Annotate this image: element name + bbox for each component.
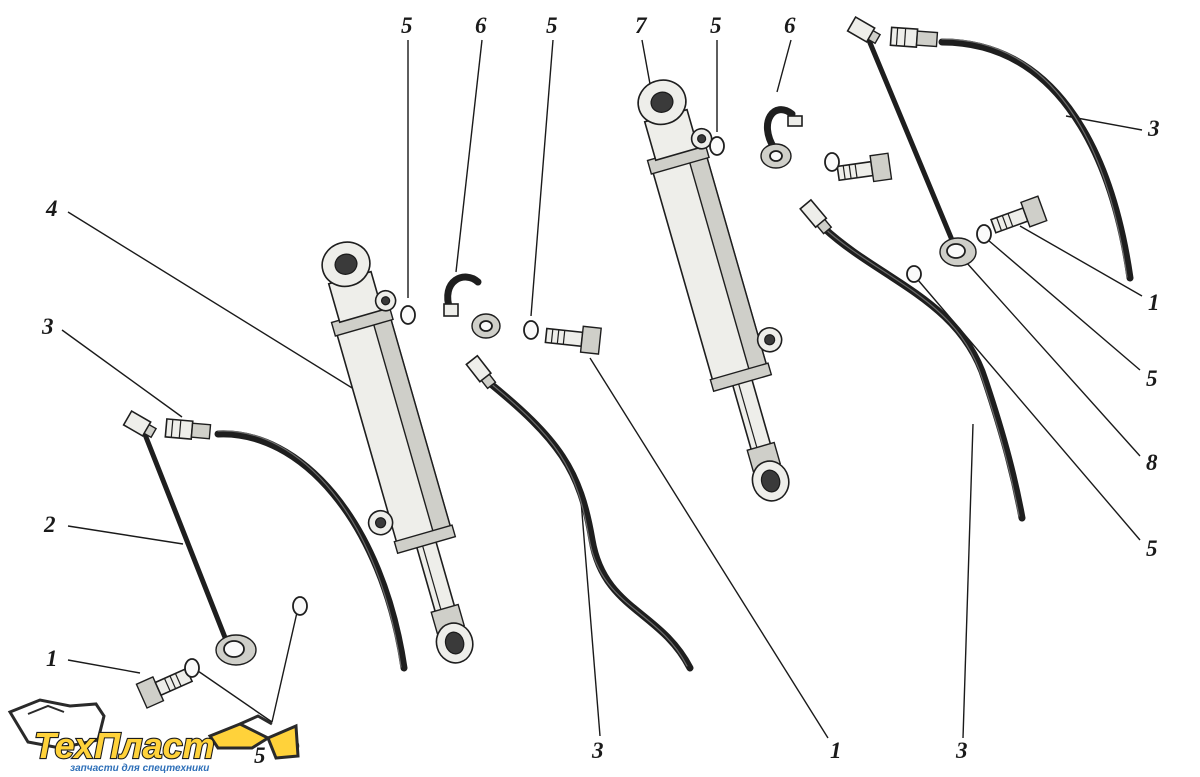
bolt-middle [544,325,602,355]
pipe-right [846,15,977,267]
hose-middle [465,354,694,672]
hose-right-lower [799,198,1026,522]
hydraulic-cylinder-left [321,241,474,664]
label-7-top: 7 [635,13,648,38]
hydraulic-cylinder-right [637,79,790,502]
label-8: 8 [1146,450,1158,475]
hose-right-upper [889,26,1134,282]
logo-tagline: запчасти для спецтехники [70,763,209,774]
label-1-left: 1 [46,646,58,671]
hose-left [164,418,408,672]
label-5-bottom: 5 [254,743,266,768]
label-1-bottom: 1 [830,738,842,763]
pipe-left [122,409,257,666]
banjo-fitting-right [760,106,803,169]
label-3-left: 3 [41,314,54,339]
bolt-right [990,195,1048,234]
washers [184,136,992,678]
leader-lines [61,39,1143,739]
part-labels: 5 6 5 7 5 6 4 3 2 1 5 3 1 3 3 1 5 8 5 [41,13,1160,768]
label-5-top-c: 5 [710,13,722,38]
logo: ТехПласт запчасти для спецтехники [7,698,300,774]
label-6-top-a: 6 [475,13,487,38]
logo-name: ТехПласт [34,725,215,766]
label-3-bottom-mid: 3 [591,738,604,763]
excavator-logo-icon [7,698,300,760]
label-5-top-b: 5 [546,13,558,38]
banjo-fitting-left [443,273,501,339]
label-1-right: 1 [1148,290,1160,315]
bolt-upper-right [836,152,893,183]
label-2: 2 [43,512,56,537]
label-3-right: 3 [1147,116,1160,141]
label-5-right-b: 5 [1146,536,1158,561]
label-5-right-a: 5 [1146,366,1158,391]
label-3-bottom-right: 3 [955,738,968,763]
label-5-top-a: 5 [401,13,413,38]
label-4: 4 [45,196,58,221]
label-6-top-b: 6 [784,13,796,38]
